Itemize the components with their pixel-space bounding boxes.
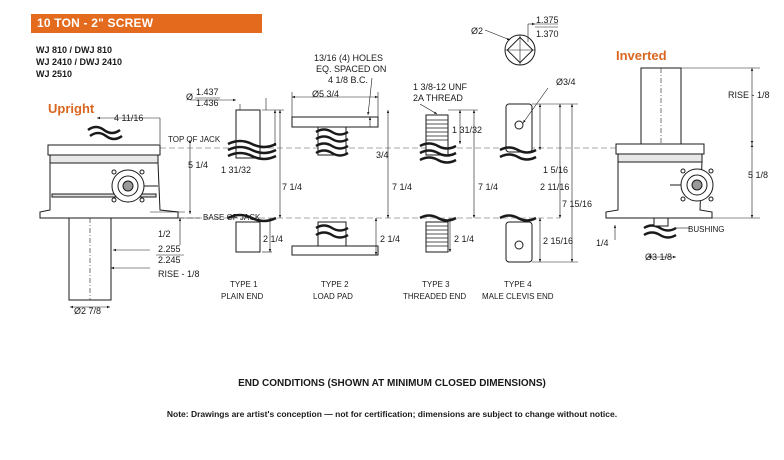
upright-width-label: 4 11/16	[114, 113, 143, 123]
type3-desc: THREADED END	[403, 292, 466, 301]
type4-drawing	[499, 34, 537, 263]
type2-holes-line1: 13/16 (4) HOLES	[314, 53, 383, 63]
type1-desc: PLAIN END	[221, 292, 263, 301]
type2-holes-line2: EQ. SPACED ON	[316, 64, 386, 74]
model-line: WJ 810 / DWJ 810	[36, 45, 113, 55]
upright-half-label: 1/2	[158, 229, 171, 239]
type2-holes-line3: 4 1/8 B.C.	[328, 75, 368, 85]
type1-dia-top: 1.437	[196, 87, 219, 97]
upright-height-label: 5 1/4	[188, 160, 208, 170]
type4-pin-bottom: 1.370	[536, 29, 559, 39]
upright-jack	[39, 125, 179, 301]
type1-lower-length: 2 1/4	[263, 234, 283, 244]
type2-drawing	[291, 116, 379, 256]
type4-lower-length: 2 15/16	[543, 236, 573, 246]
type4-desc: MALE CLEVIS END	[482, 292, 554, 301]
type4-mid-length: 2 11/16	[540, 182, 569, 192]
title-banner: 10 TON - 2" SCREW	[31, 14, 262, 33]
inverted-dimensions	[613, 67, 760, 259]
page-title: 10 TON - 2" SCREW	[37, 16, 154, 30]
bushing-label: BUSHING	[688, 225, 724, 234]
bushing-dia-label: Ø3 1/8	[645, 252, 672, 262]
type2-total-length: 7 1/4	[392, 182, 412, 192]
inverted-rise-label: RISE - 1/8	[728, 90, 770, 100]
type1-drawing	[227, 109, 277, 253]
type2-pad-thickness: 3/4	[376, 150, 389, 160]
upright-dia-bottom: 2.245	[158, 255, 181, 265]
inverted-height-label: 5 1/8	[748, 170, 768, 180]
type3-name: TYPE 3	[422, 280, 450, 289]
type2-lower-length: 2 1/4	[380, 234, 400, 244]
type1-upper-length: 1 31/32	[221, 165, 251, 175]
type3-lower-length: 2 1/4	[454, 234, 474, 244]
type3-thread-line2: 2A THREAD	[413, 93, 463, 103]
type3-thread-line1: 1 3/8-12 UNF	[413, 82, 468, 92]
type1-total-length: 7 1/4	[282, 182, 302, 192]
model-line: WJ 2410 / DWJ 2410	[36, 57, 123, 67]
diagram-caption: END CONDITIONS (SHOWN AT MINIMUM CLOSED …	[238, 378, 546, 389]
type1-name: TYPE 1	[230, 280, 258, 289]
model-list: WJ 810 / DWJ 810 WJ 2410 / DWJ 2410 WJ 2…	[36, 44, 122, 80]
type4-upper-length: 1 5/16	[543, 165, 568, 175]
type2-pad-dia: Ø5 3/4	[312, 89, 339, 99]
disclaimer-note: Note: Drawings are artist's conception —…	[166, 409, 618, 419]
top-of-jack-label: TOP OF JACK	[168, 135, 221, 144]
type4-name: TYPE 4	[504, 280, 532, 289]
upright-tube-dia: Ø2 7/8	[74, 306, 101, 316]
type4-hole-dia: Ø3/4	[556, 77, 576, 87]
upright-label: Upright	[48, 101, 95, 116]
type4-pin-top: 1.375	[536, 15, 559, 25]
type1-dia-bottom: 1.436	[196, 98, 219, 108]
type4-pin-dia: Ø2	[471, 26, 483, 36]
upright-dimensions	[70, 116, 200, 309]
inverted-quarter-label: 1/4	[596, 238, 609, 248]
type4-dimensions	[484, 22, 578, 263]
inverted-jack	[605, 67, 714, 239]
type1-dia-prefix: Ø	[186, 92, 193, 102]
type2-name: TYPE 2	[321, 280, 349, 289]
model-line: WJ 2510	[36, 69, 73, 79]
type3-dimensions	[419, 103, 478, 252]
type2-dimensions	[291, 77, 390, 255]
type3-drawing	[419, 114, 457, 253]
type1-dimensions	[190, 98, 284, 253]
inverted-label: Inverted	[616, 48, 667, 63]
type4-total-length: 7 15/16	[562, 199, 592, 209]
type3-thread-length: 1 31/32	[452, 125, 482, 135]
upright-rise-label: RISE - 1/8	[158, 269, 200, 279]
type3-total-length: 7 1/4	[478, 182, 498, 192]
type2-desc: LOAD PAD	[313, 292, 353, 301]
upright-dia-top: 2.255	[158, 244, 181, 254]
